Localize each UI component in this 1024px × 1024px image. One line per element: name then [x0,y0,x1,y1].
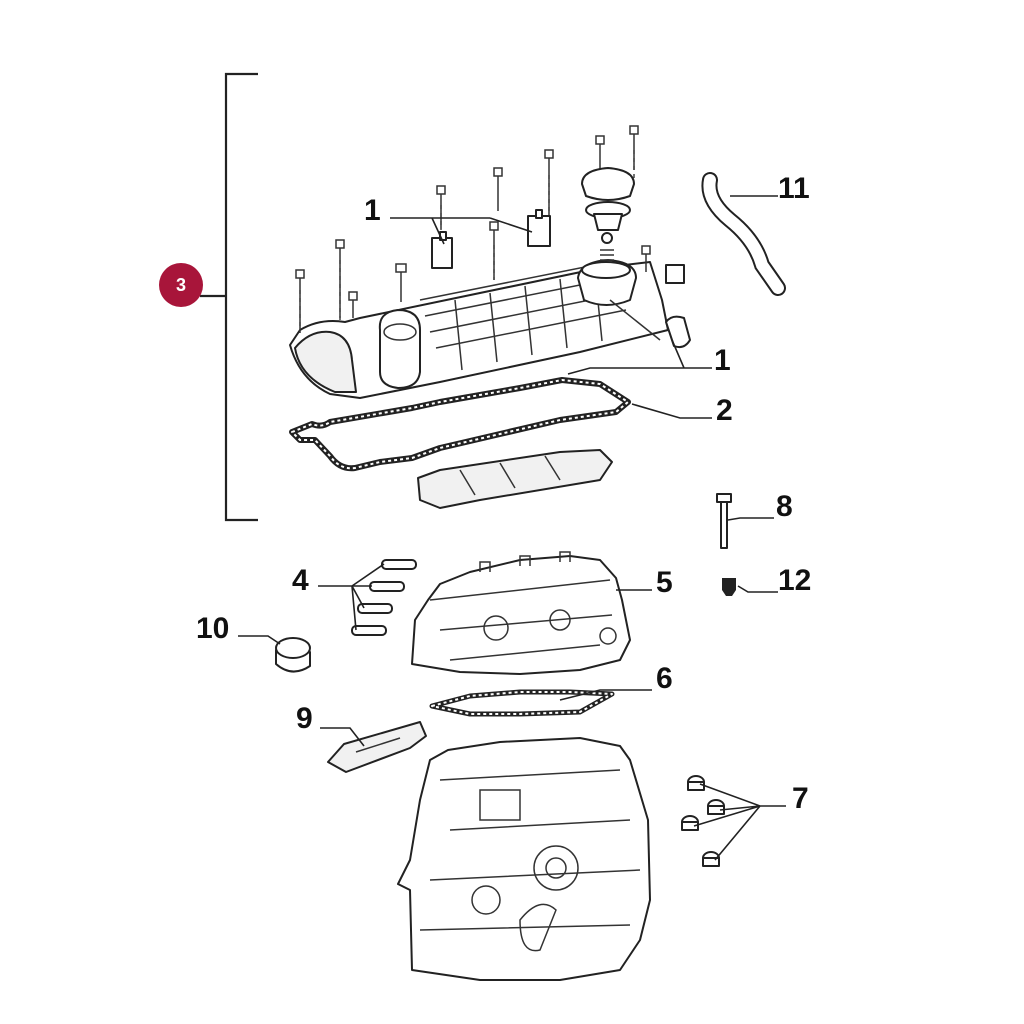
cylinder-head[interactable] [411,551,631,675]
drain-plug[interactable] [722,578,736,596]
callout-1-lower: 1 [714,344,731,377]
group-badge-circle [159,263,203,307]
callout-1-upper: 1 [364,194,381,227]
callout-5: 5 [656,566,673,599]
coolant-hose[interactable] [701,172,786,296]
engine-block [397,737,651,981]
sensor-lower[interactable] [665,264,691,349]
baffle-plate [417,449,613,509]
callout-2: 2 [716,394,733,427]
mount-bracket[interactable] [327,721,427,773]
valve-cover[interactable] [289,259,669,399]
valve-cover-gasket[interactable] [289,377,631,472]
leader-lines [238,195,786,861]
callout-11: 11 [778,172,810,205]
long-bolt[interactable] [716,493,732,549]
callout-4: 4 [292,564,309,597]
cover-bolts [295,125,651,333]
head-gasket[interactable] [429,689,615,717]
callout-12: 12 [778,564,811,597]
filler-cap-stack[interactable] [581,167,635,261]
expansion-caps[interactable] [681,775,725,867]
callout-7: 7 [792,782,809,815]
seal-set[interactable] [351,559,417,636]
callout-labels: 1 1 2 4 5 6 7 8 9 10 11 12 [196,172,811,815]
group-badge[interactable]: 3 [159,263,203,307]
callout-10: 10 [196,612,229,645]
group-bracket [200,72,258,522]
sensor-upper[interactable] [431,209,551,269]
callout-9: 9 [296,702,313,735]
expansion-plug[interactable] [275,637,311,673]
group-badge-label: 3 [176,275,186,295]
callout-6: 6 [656,662,673,695]
callout-8: 8 [776,490,793,523]
